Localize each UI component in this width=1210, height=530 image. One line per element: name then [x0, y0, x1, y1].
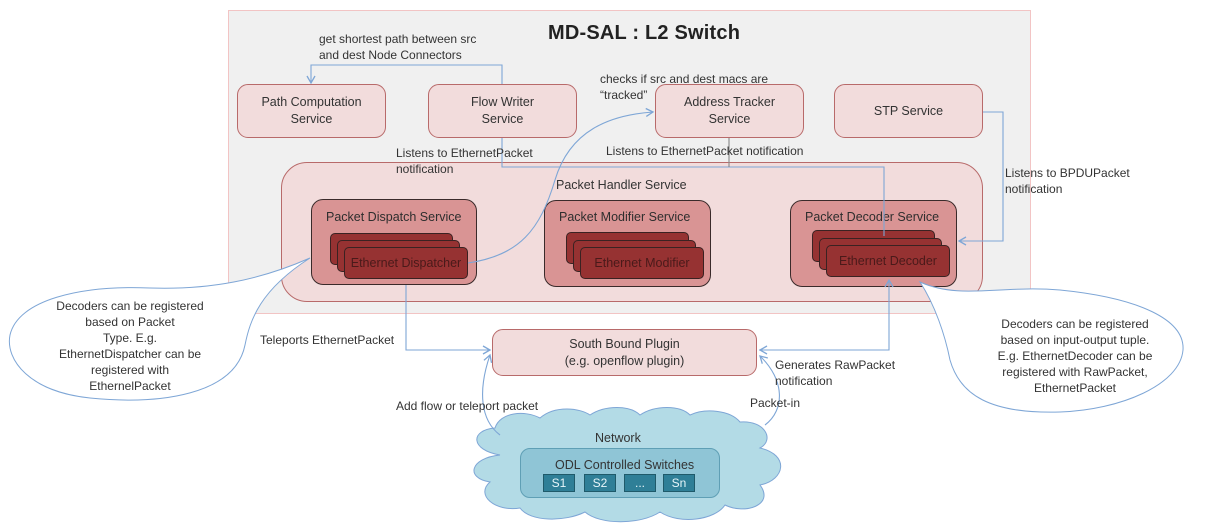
- south-bound-plugin[interactable]: South Bound Plugin (e.g. openflow plugin…: [492, 329, 757, 376]
- switch-s2[interactable]: S2: [584, 474, 616, 492]
- callout-left-text: Decoders can be registered based on Pack…: [56, 299, 204, 393]
- annotation-listens-ethernet-2: Listens to EthernetPacket notification: [606, 144, 804, 158]
- packet-handler-label: Packet Handler Service: [556, 178, 687, 192]
- annotation-checks-macs: checks if src and dest macs are “tracked…: [600, 72, 769, 102]
- ethernet-decoder-card[interactable]: Ethernet Decoder: [826, 245, 950, 277]
- path-computation-service[interactable]: Path Computation Service: [237, 84, 386, 138]
- diagram-title: MD-SAL : L2 Switch: [548, 22, 741, 44]
- arrow-add-flow: [482, 353, 501, 436]
- arrow-checks-macs: [467, 107, 655, 264]
- ethernet-modifier-card[interactable]: Ethernet Modifier: [580, 247, 704, 279]
- packet-modifier-label: Packet Modifier Service: [559, 210, 691, 224]
- network-label: Network: [595, 431, 641, 445]
- packet-dispatch-label: Packet Dispatch Service: [326, 210, 462, 224]
- switch-ellipsis[interactable]: ...: [624, 474, 656, 492]
- packet-decoder-label: Packet Decoder Service: [805, 210, 940, 224]
- annotation-add-flow: Add flow or teleport packet: [396, 399, 539, 413]
- arrow-packet-in: [759, 355, 780, 426]
- ethernet-dispatcher-card[interactable]: Ethernet Dispatcher: [344, 247, 468, 279]
- annotation-packet-in: Packet-in: [750, 396, 801, 410]
- address-tracker-service[interactable]: Address Tracker Service: [655, 84, 804, 138]
- annotation-shortest-path: get shortest path between src and dest N…: [319, 32, 477, 62]
- arrow-teleports: [405, 285, 492, 355]
- annotation-listens-ethernet-1: Listens to EthernetPacket notification: [396, 146, 533, 176]
- arrow-bpdu: [957, 111, 1004, 246]
- stp-service[interactable]: STP Service: [834, 84, 983, 138]
- switch-sn[interactable]: Sn: [663, 474, 695, 492]
- flow-writer-service[interactable]: Flow Writer Service: [428, 84, 577, 138]
- odl-switches-label: ODL Controlled Switches: [555, 458, 695, 472]
- line-flow-writer-listen: [501, 138, 885, 236]
- callout-left-shape: [8, 257, 311, 401]
- callout-right-shape: [918, 280, 1184, 413]
- annotation-teleports: Teleports EthernetPacket: [260, 333, 395, 347]
- callout-right-text: Decoders can be registered based on inpu…: [997, 317, 1153, 395]
- arrow-generates-raw: [759, 278, 894, 351]
- annotation-listens-bpdu: Listens to BPDUPacket notification: [1005, 166, 1130, 196]
- arrow-shortest-path: [306, 64, 503, 85]
- annotation-generates-raw: Generates RawPacket notification: [775, 358, 896, 388]
- switch-s1[interactable]: S1: [543, 474, 575, 492]
